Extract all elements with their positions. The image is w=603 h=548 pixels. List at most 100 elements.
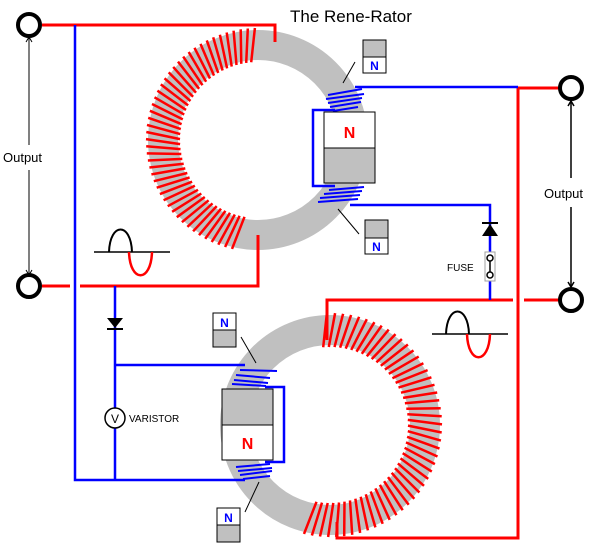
wire-lower-top	[325, 298, 513, 340]
winding-turn	[163, 77, 192, 102]
winding-turn	[146, 145, 181, 151]
winding-turn	[394, 467, 421, 494]
primary-circuit-wires	[42, 23, 560, 540]
lower-magnet-pole-label: N	[242, 436, 254, 453]
winding-turn	[171, 192, 202, 213]
winding-turn	[365, 328, 390, 358]
winding-turn	[390, 471, 416, 500]
upper-magnet-pole-label: N	[344, 125, 356, 142]
winding-turn	[383, 480, 404, 511]
wire-top-left	[42, 23, 277, 42]
winding-turn	[370, 333, 397, 360]
output-label-right: Output	[544, 186, 583, 201]
winding-turn	[159, 180, 193, 196]
upper-toroid	[145, 27, 368, 250]
winding-turn	[333, 313, 345, 348]
fuse-label: FUSE	[447, 263, 474, 274]
winding-turn	[187, 51, 208, 83]
winding-turn	[181, 199, 210, 224]
winding-turn	[404, 446, 436, 466]
winding-turn	[310, 502, 324, 536]
pointer-line	[337, 208, 360, 235]
winding-turn	[149, 162, 184, 169]
winding-turn	[407, 413, 442, 418]
winding-turn	[205, 39, 220, 74]
winding-turn	[156, 89, 187, 111]
winding-turn	[326, 502, 335, 538]
small-magnet-upper-top: N	[342, 39, 387, 84]
winding-turn	[350, 318, 368, 351]
fuse-icon	[484, 251, 496, 282]
winding-turn	[218, 34, 229, 69]
winding-turn	[176, 195, 206, 219]
output-terminal-right-bottom[interactable]	[558, 287, 584, 313]
winding-turn	[302, 501, 318, 535]
winding-turn	[145, 137, 181, 146]
winding-turn	[199, 43, 216, 77]
wire-blue-upper-loop	[311, 108, 335, 188]
output-label-left: Output	[3, 150, 42, 165]
winding-turn	[359, 496, 370, 531]
output-terminal-right-top[interactable]	[558, 75, 584, 101]
winding-turn	[355, 321, 376, 353]
winding-turn	[186, 202, 214, 228]
winding-turn	[244, 28, 250, 63]
winding-turn	[402, 452, 433, 473]
winding-turn	[217, 213, 236, 246]
winding-turn	[364, 493, 377, 528]
winding-turn	[397, 462, 425, 487]
winding-turn	[153, 96, 185, 116]
winding-turn	[167, 71, 194, 98]
upper-bottom-coil	[317, 186, 365, 203]
pointer-line	[342, 61, 356, 84]
sine-wave-icon-left	[94, 228, 170, 277]
winding-turn	[374, 487, 391, 521]
winding-turn	[182, 55, 204, 86]
winding-turn	[388, 355, 420, 375]
lower-bottom-coil	[235, 463, 273, 480]
winding-turn	[249, 27, 257, 63]
small-magnet-upper-bottom: N	[337, 208, 389, 255]
winding-turn	[406, 407, 441, 411]
wire-blue-left-vertical	[73, 25, 245, 482]
winding-turn	[400, 383, 435, 394]
winding-turn	[211, 36, 224, 71]
varistor-icon: V	[104, 407, 126, 429]
varistor-symbol: V	[111, 412, 119, 426]
winding-turn	[399, 457, 429, 480]
small-magnet-lower-top: N	[212, 312, 257, 364]
winding-turn	[163, 184, 196, 202]
small-magnet-lower-bottom: N	[216, 481, 260, 543]
winding-turn	[167, 188, 199, 208]
pointer-line	[244, 481, 260, 513]
winding-turn	[406, 435, 440, 450]
upper-primary-winding	[145, 27, 257, 250]
small-magnet-pole-label: N	[370, 59, 379, 73]
lower-top-coil	[231, 369, 278, 387]
wire-right-vertical	[335, 86, 560, 540]
winding-turn	[225, 32, 233, 67]
sine-wave-icon-right	[432, 310, 508, 359]
winding-turn	[151, 102, 184, 121]
winding-turn	[387, 476, 410, 506]
winding-turn	[378, 484, 398, 516]
winding-turn	[147, 157, 183, 162]
winding-turn	[398, 376, 432, 389]
winding-turn	[375, 338, 403, 364]
output-terminal-left-top[interactable]	[16, 12, 42, 38]
pointer-line	[240, 336, 257, 364]
winding-turn	[360, 324, 383, 355]
wire-blue-lower-loop	[265, 385, 286, 464]
winding-turn	[193, 47, 212, 80]
winding-turn	[177, 60, 201, 90]
diagram-title: The Rene-Rator	[290, 7, 412, 26]
winding-turn	[198, 207, 222, 236]
winding-turn	[402, 391, 438, 400]
winding-turn	[369, 491, 384, 525]
winding-turn	[327, 312, 337, 348]
winding-turn	[404, 399, 440, 405]
output-terminal-left-bottom[interactable]	[16, 273, 42, 299]
small-magnet-pole-label: N	[372, 240, 381, 254]
lower-primary-winding	[302, 312, 443, 538]
winding-turn	[405, 441, 439, 458]
